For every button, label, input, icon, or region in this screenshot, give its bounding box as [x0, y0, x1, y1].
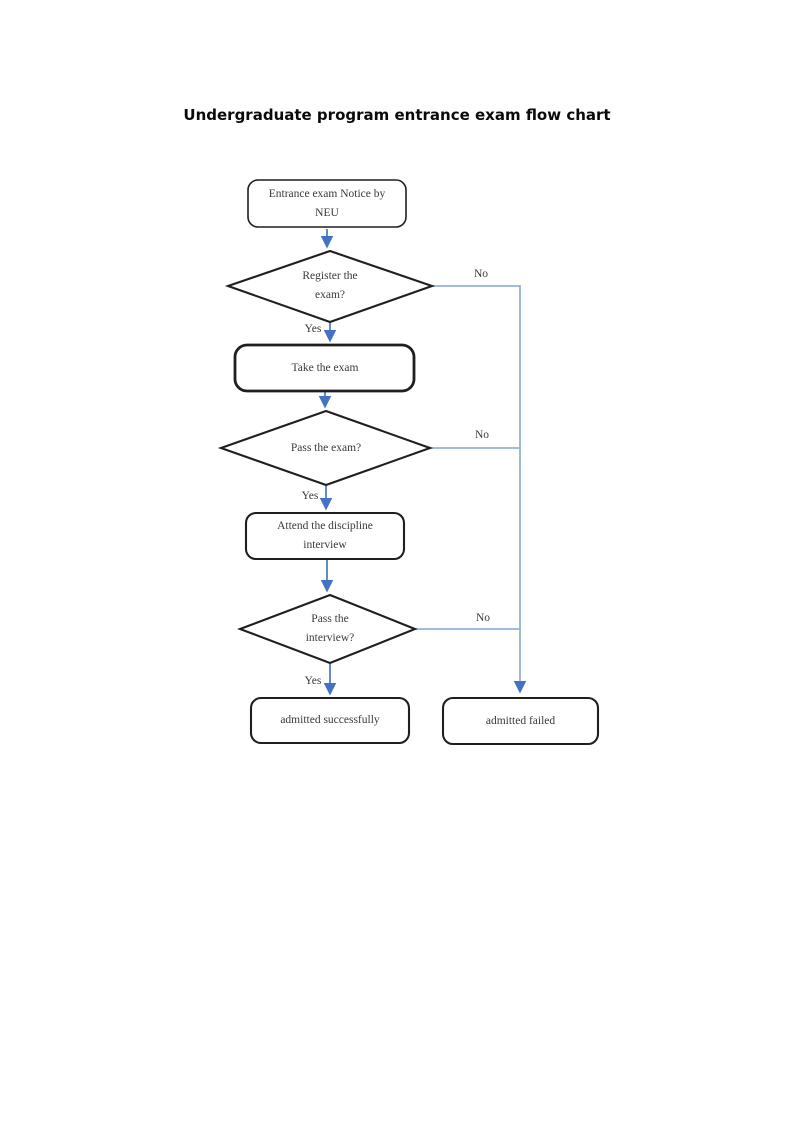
flowchart-title: Undergraduate program entrance exam flow… — [183, 106, 611, 124]
take-exam-node-shape — [233, 343, 416, 393]
register-decision-label: Register the exam? — [302, 270, 358, 301]
pass-exam-yes-label: Yes — [301, 490, 319, 502]
take-exam-node-label: Take the exam — [291, 361, 359, 374]
register-no-label: No — [473, 268, 489, 280]
pass-interview-no-label: No — [475, 612, 491, 624]
admitted-failed-node-label: admitted failed — [485, 714, 556, 727]
start-node-shape — [247, 179, 407, 228]
flow-arrow-group — [318, 229, 337, 696]
no-connector-group — [415, 285, 527, 694]
pass-interview-decision-shape — [237, 593, 418, 665]
register-yes-label: Yes — [304, 323, 322, 335]
interview-node-shape — [244, 511, 406, 561]
node-shape-group — [217, 179, 600, 746]
pass-exam-decision-label: Pass the exam? — [290, 441, 362, 454]
pass-interview-yes-label: Yes — [304, 675, 322, 687]
pass-exam-no-label: No — [474, 429, 490, 441]
start-node-label: Entrance exam Notice by NEU — [268, 188, 386, 219]
admitted-success-node-label: admitted successfully — [280, 714, 380, 726]
interview-node-label: Attend the discipline interview — [277, 520, 373, 551]
admitted-failed-node-shape — [441, 696, 600, 746]
admitted-success-node-shape — [249, 696, 411, 745]
pass-interview-decision-label: Pass the interview? — [305, 613, 355, 644]
register-decision-shape — [224, 249, 436, 324]
pass-exam-decision-shape — [217, 409, 434, 487]
